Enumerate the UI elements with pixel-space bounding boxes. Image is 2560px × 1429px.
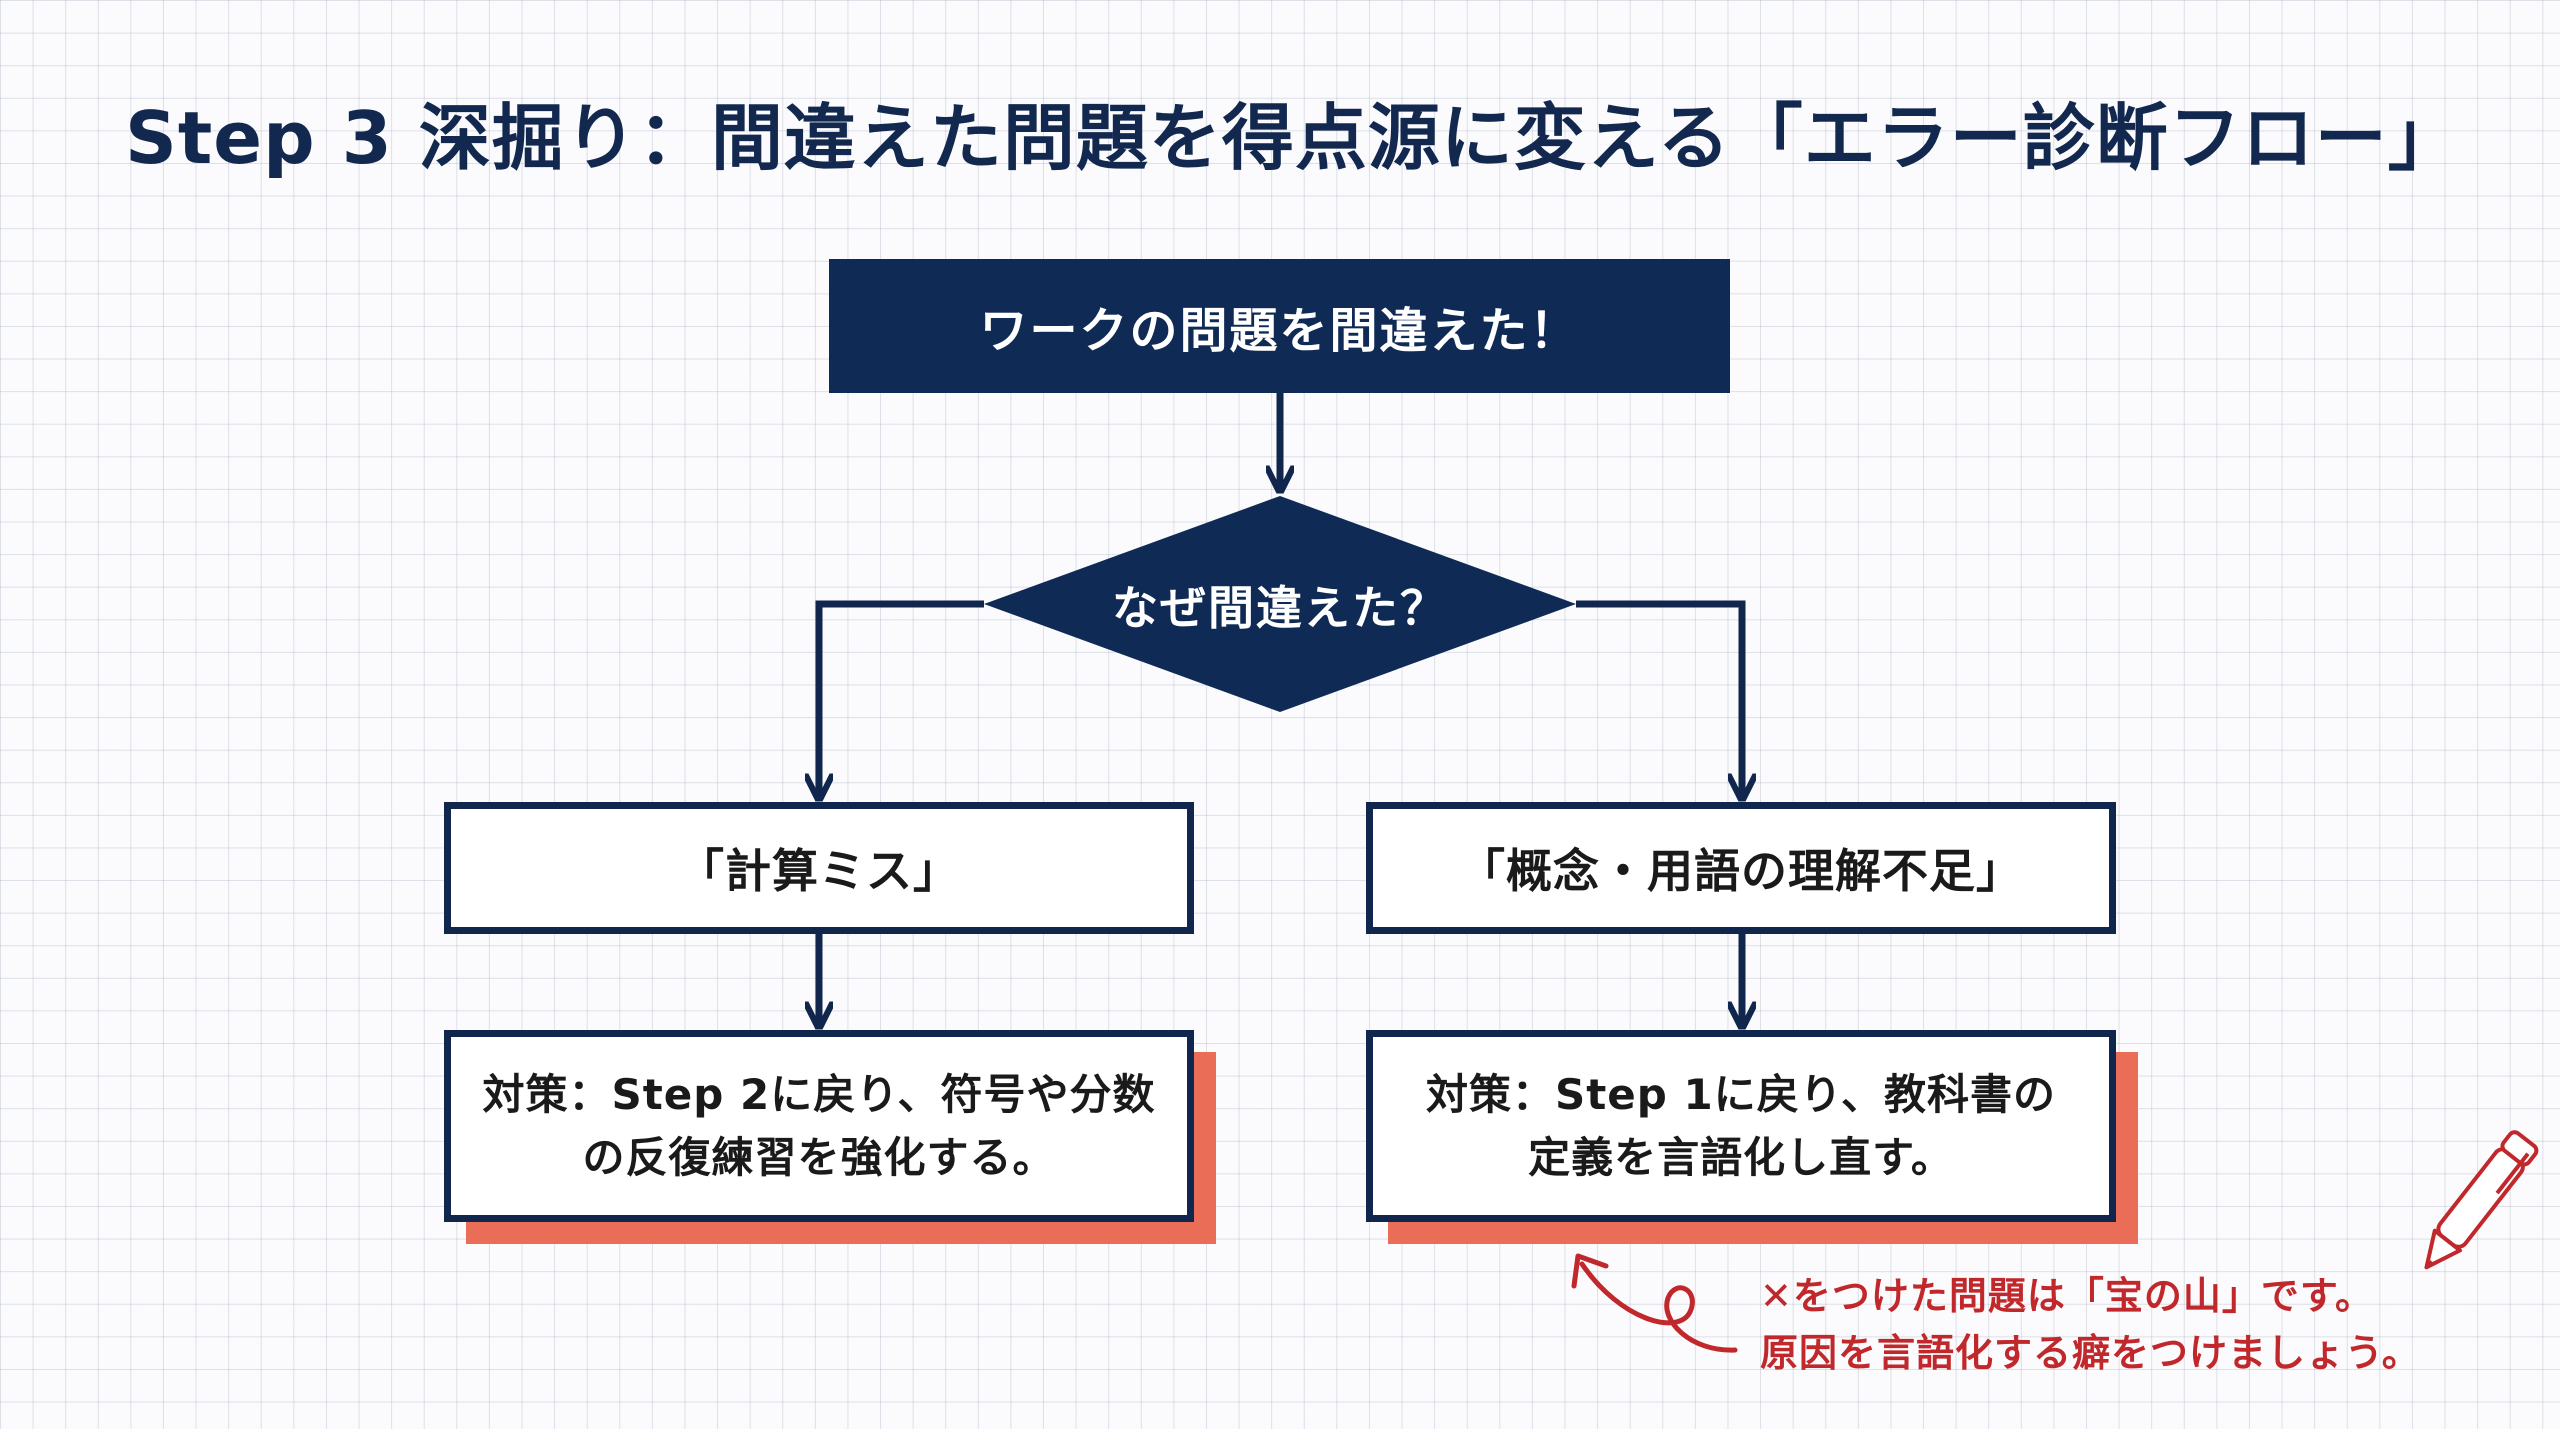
action-line: 対策：Step 1に戻り、教科書の (1425, 1070, 2057, 1119)
cause-box-calculation: 「計算ミス」 (444, 802, 1194, 934)
action-box-concept: 対策：Step 1に戻り、教科書の 定義を言語化し直す。 (1366, 1030, 2116, 1222)
cause-box-concept: 「概念・用語の理解不足」 (1366, 802, 2116, 934)
curly-arrow-icon (1579, 1261, 1738, 1353)
decision-label: なぜ間違えた？ (1112, 581, 1448, 635)
action-line: の反復練習を強化する。 (582, 1133, 1056, 1182)
arrow-decision-to-left (819, 600, 984, 796)
action-line: 対策：Step 2に戻り、符号や分数 (482, 1070, 1156, 1119)
cause-label: 「計算ミス」 (678, 844, 960, 898)
action-box-calculation: 対策：Step 2に戻り、符号や分数 の反復練習を強化する。 (444, 1030, 1194, 1222)
curly-arrow-head-icon (1571, 1253, 1609, 1289)
pen-icon (2424, 1130, 2539, 1270)
arrow-decision-to-right (1576, 600, 1742, 796)
page-title: Step 3 深掘り：間違えた問題を得点源に変える「エラー診断フロー」 (125, 96, 2461, 180)
start-label: ワークの問題を間違えた！ (979, 303, 1580, 359)
decision-diamond (984, 496, 1576, 712)
note-line: 原因を言語化する癖をつけましょう。 (1760, 1331, 2421, 1375)
action-line: 定義を言語化し直す。 (1528, 1133, 1954, 1182)
start-box: ワークの問題を間違えた！ (829, 259, 1730, 393)
note-line: ✕をつけた問題は「宝の山」です。 (1760, 1274, 2375, 1318)
handwritten-note: ✕をつけた問題は「宝の山」です。 原因を言語化する癖をつけましょう。 (1760, 1268, 2460, 1382)
cause-label: 「概念・用語の理解不足」 (1459, 844, 2023, 898)
